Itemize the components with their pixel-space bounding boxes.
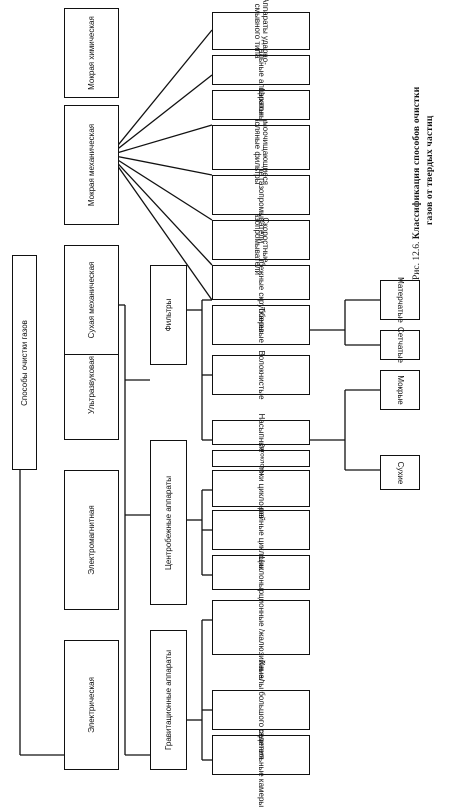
method-label: Мокрая механическая (86, 123, 96, 207)
group-box-centrifugal: Центробежные аппараты (150, 440, 187, 605)
method-label: Электромагнитная (86, 505, 96, 575)
method-box-dry-mechanical: Сухая механическая (64, 245, 119, 355)
item-box: Насыпные (212, 413, 310, 452)
item-label: Волокнистые (257, 350, 266, 400)
item-box: Пылеосадительные камеры (212, 703, 310, 807)
item-box: Циклоны (212, 88, 310, 122)
subtype-label: Сухие (396, 461, 405, 484)
subtype-label: Мокрые (396, 375, 405, 405)
item-box: Тканевые (212, 305, 310, 345)
method-label: Ультразвуковая (86, 356, 96, 414)
item-box: Каналы большого сечения (212, 661, 310, 759)
item-box: Пенные газопромыватели (212, 147, 310, 243)
subtype-label: Матерчатые (396, 277, 405, 323)
group-label: Центробежные аппараты (163, 475, 173, 570)
item-box: Инерционные /жалюзийные/ (212, 575, 310, 680)
group-box-filters: Фильтры (150, 265, 187, 365)
method-box-electromagnetic: Электромагнитная (64, 470, 119, 610)
item-box: Блоки циклонов (212, 459, 310, 518)
item-box: Ротоклоны (212, 442, 310, 475)
subtype-box: Матерчатые (380, 277, 420, 323)
subtype-label: Сетчатые (396, 327, 405, 363)
group-label: Гравитационные аппараты (163, 650, 173, 750)
figure-caption: Рис. 12.6. Классификация способов очистк… (412, 87, 422, 280)
method-label: Электрическая (86, 677, 96, 733)
item-box: Самоочищающиеся масляные фильтры (212, 110, 310, 185)
item-box: Батарейные циклоны (212, 490, 310, 570)
gas-cleaning-classification-diagram: Способы очистки газов Электрическая Элек… (12, 0, 435, 807)
group-label: Фильтры (163, 298, 173, 332)
item-box: Циклоны (212, 555, 310, 590)
item-label: Инерционные /жалюзийные/ (257, 574, 266, 681)
root-box: Способы очистки газов (12, 255, 37, 470)
connector-lines (19, 29, 380, 761)
caption-line1: Классификация способов очистки (412, 86, 422, 240)
method-box-wet-mechanical: Мокрая механическая (64, 105, 119, 225)
item-label: Насыпные (257, 413, 266, 452)
item-box: Аппараты ударно-смывного типа (212, 0, 310, 65)
caption-line2: газов от твердых частиц (425, 115, 435, 225)
subtype-box: Сухие (380, 455, 420, 490)
item-box: Волокнистые (212, 350, 310, 400)
item-box: Специальные аппараты (212, 25, 310, 115)
subtype-box: Мокрые (380, 370, 420, 410)
subtype-box: Сетчатые (380, 327, 420, 363)
method-box-electric: Электрическая (64, 640, 119, 770)
root-label: Способы очистки газов (19, 319, 29, 406)
item-box: Центробежные скрубберы (212, 233, 310, 332)
group-box-gravity: Гравитационные аппараты (150, 630, 187, 770)
item-label: Аппараты ударно-смывного типа (253, 0, 270, 65)
item-box: Скоростные газопромыватели (212, 210, 310, 275)
caption-label: Рис. 12.6. (412, 241, 422, 280)
method-label: Мокрая химическая (86, 16, 96, 90)
method-label: Сухая механическая (86, 261, 96, 339)
figure-caption-line2: газов от твердых частиц (425, 115, 435, 225)
method-box-wet-chemical: Мокрая химическая (64, 8, 119, 98)
